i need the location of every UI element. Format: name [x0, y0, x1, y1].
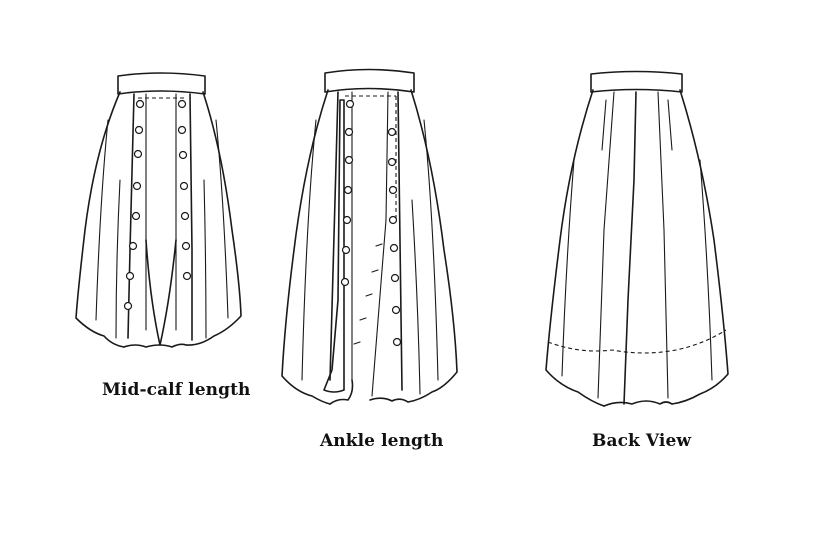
ankle-fold-2: [423, 119, 439, 381]
back-fold-1: [561, 159, 575, 377]
ankle-hem: [329, 379, 409, 405]
ankle-waistband: [324, 68, 415, 93]
back-pleat-right: [657, 91, 669, 399]
midcalf-opening: [145, 239, 177, 346]
back-pleat-left: [597, 91, 615, 399]
back-fold-2: [699, 159, 713, 381]
back-center-pleat: [623, 91, 637, 405]
caption-back-view: Back View: [592, 431, 692, 451]
ankle-stitching: [345, 95, 397, 220]
ankle-flap: [323, 99, 345, 393]
ankle-silhouette: [281, 89, 458, 405]
midcalf-panel-right: [189, 93, 193, 341]
midcalf-silhouette: [75, 91, 242, 348]
ankle-fold-3: [411, 199, 421, 395]
back-waistband: [590, 70, 683, 93]
midcalf-fold-4: [203, 179, 207, 339]
ankle-buttonholes: [353, 243, 383, 345]
caption-midcalf-length: Mid-calf length: [102, 380, 251, 400]
back-dart-right: [667, 99, 673, 151]
ankle-placket-right: [371, 91, 389, 397]
back-silhouette: [545, 89, 729, 407]
midcalf-buttons-right: [177, 99, 192, 281]
back-hem-stitching: [547, 329, 727, 354]
midcalf-waistband: [117, 72, 206, 95]
ankle-buttons-left: [340, 99, 355, 287]
midcalf-fold-1: [95, 119, 109, 321]
midcalf-buttons-left: [123, 99, 145, 311]
midcalf-fold-2: [215, 119, 229, 319]
back-hem: [603, 400, 673, 407]
caption-ankle-length: Ankle length: [320, 431, 444, 451]
ankle-panel-right: [397, 91, 403, 391]
midcalf-fold-3: [115, 179, 121, 339]
ankle-buttons-right: [387, 127, 402, 347]
back-dart-left: [601, 99, 607, 151]
ankle-panel-left: [329, 91, 339, 381]
ankle-fold-1: [301, 119, 317, 381]
